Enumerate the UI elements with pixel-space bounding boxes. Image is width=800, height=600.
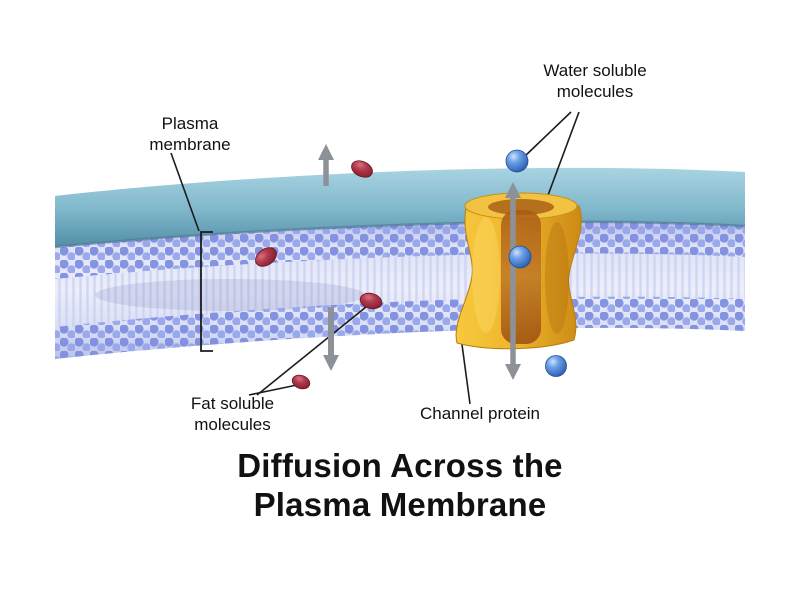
channel-arrow-head-up [505, 182, 521, 198]
plasma-membrane-illustration [54, 167, 746, 359]
membrane-top-surface [55, 167, 745, 247]
water-soluble-molecules-group [505, 149, 567, 377]
downward-diffusion-arrow-head [323, 355, 339, 371]
water-soluble-molecules-label: Water soluble molecules [543, 61, 647, 102]
channel-protein-leader-line [460, 336, 471, 405]
diagram-title: Diffusion Across the Plasma Membrane [237, 447, 563, 523]
upward-diffusion-arrow-head [318, 144, 334, 160]
fat-soluble-molecule [255, 247, 277, 267]
fat-soluble-molecule [351, 160, 373, 178]
diffusion-arrows [318, 144, 339, 371]
plasma-membrane-bracket [200, 231, 213, 352]
fat-soluble-molecule [359, 292, 383, 310]
fat-soluble-leader-line-1 [248, 384, 298, 396]
plasma-membrane-label: Plasma membrane [149, 114, 231, 155]
water-soluble-molecule [505, 149, 529, 173]
water-soluble-leader-line-1 [523, 111, 572, 158]
channel-diffusion-arrow [505, 182, 521, 380]
fat-soluble-molecule [291, 374, 311, 390]
water-soluble-molecule [508, 245, 532, 269]
membrane-inner-shadow [95, 279, 365, 311]
channel-protein-shading [545, 222, 569, 334]
channel-protein-pore [501, 210, 541, 344]
channel-arrow-head-down [505, 364, 521, 380]
membrane-surface-edge-shadow [54, 220, 746, 249]
water-soluble-molecule [545, 355, 567, 377]
channel-protein-label: Channel protein [419, 404, 541, 423]
plasma-membrane-leader-line [170, 152, 200, 232]
channel-protein-highlight [472, 217, 500, 333]
lipid-tails-band [55, 253, 745, 329]
fat-soluble-molecules-group [255, 160, 383, 390]
channel-protein-illustration [455, 192, 582, 350]
fat-soluble-molecules-label: Fat soluble molecules [190, 394, 275, 435]
channel-protein-mouth [488, 199, 554, 215]
fat-soluble-leader-line-2 [256, 306, 367, 396]
